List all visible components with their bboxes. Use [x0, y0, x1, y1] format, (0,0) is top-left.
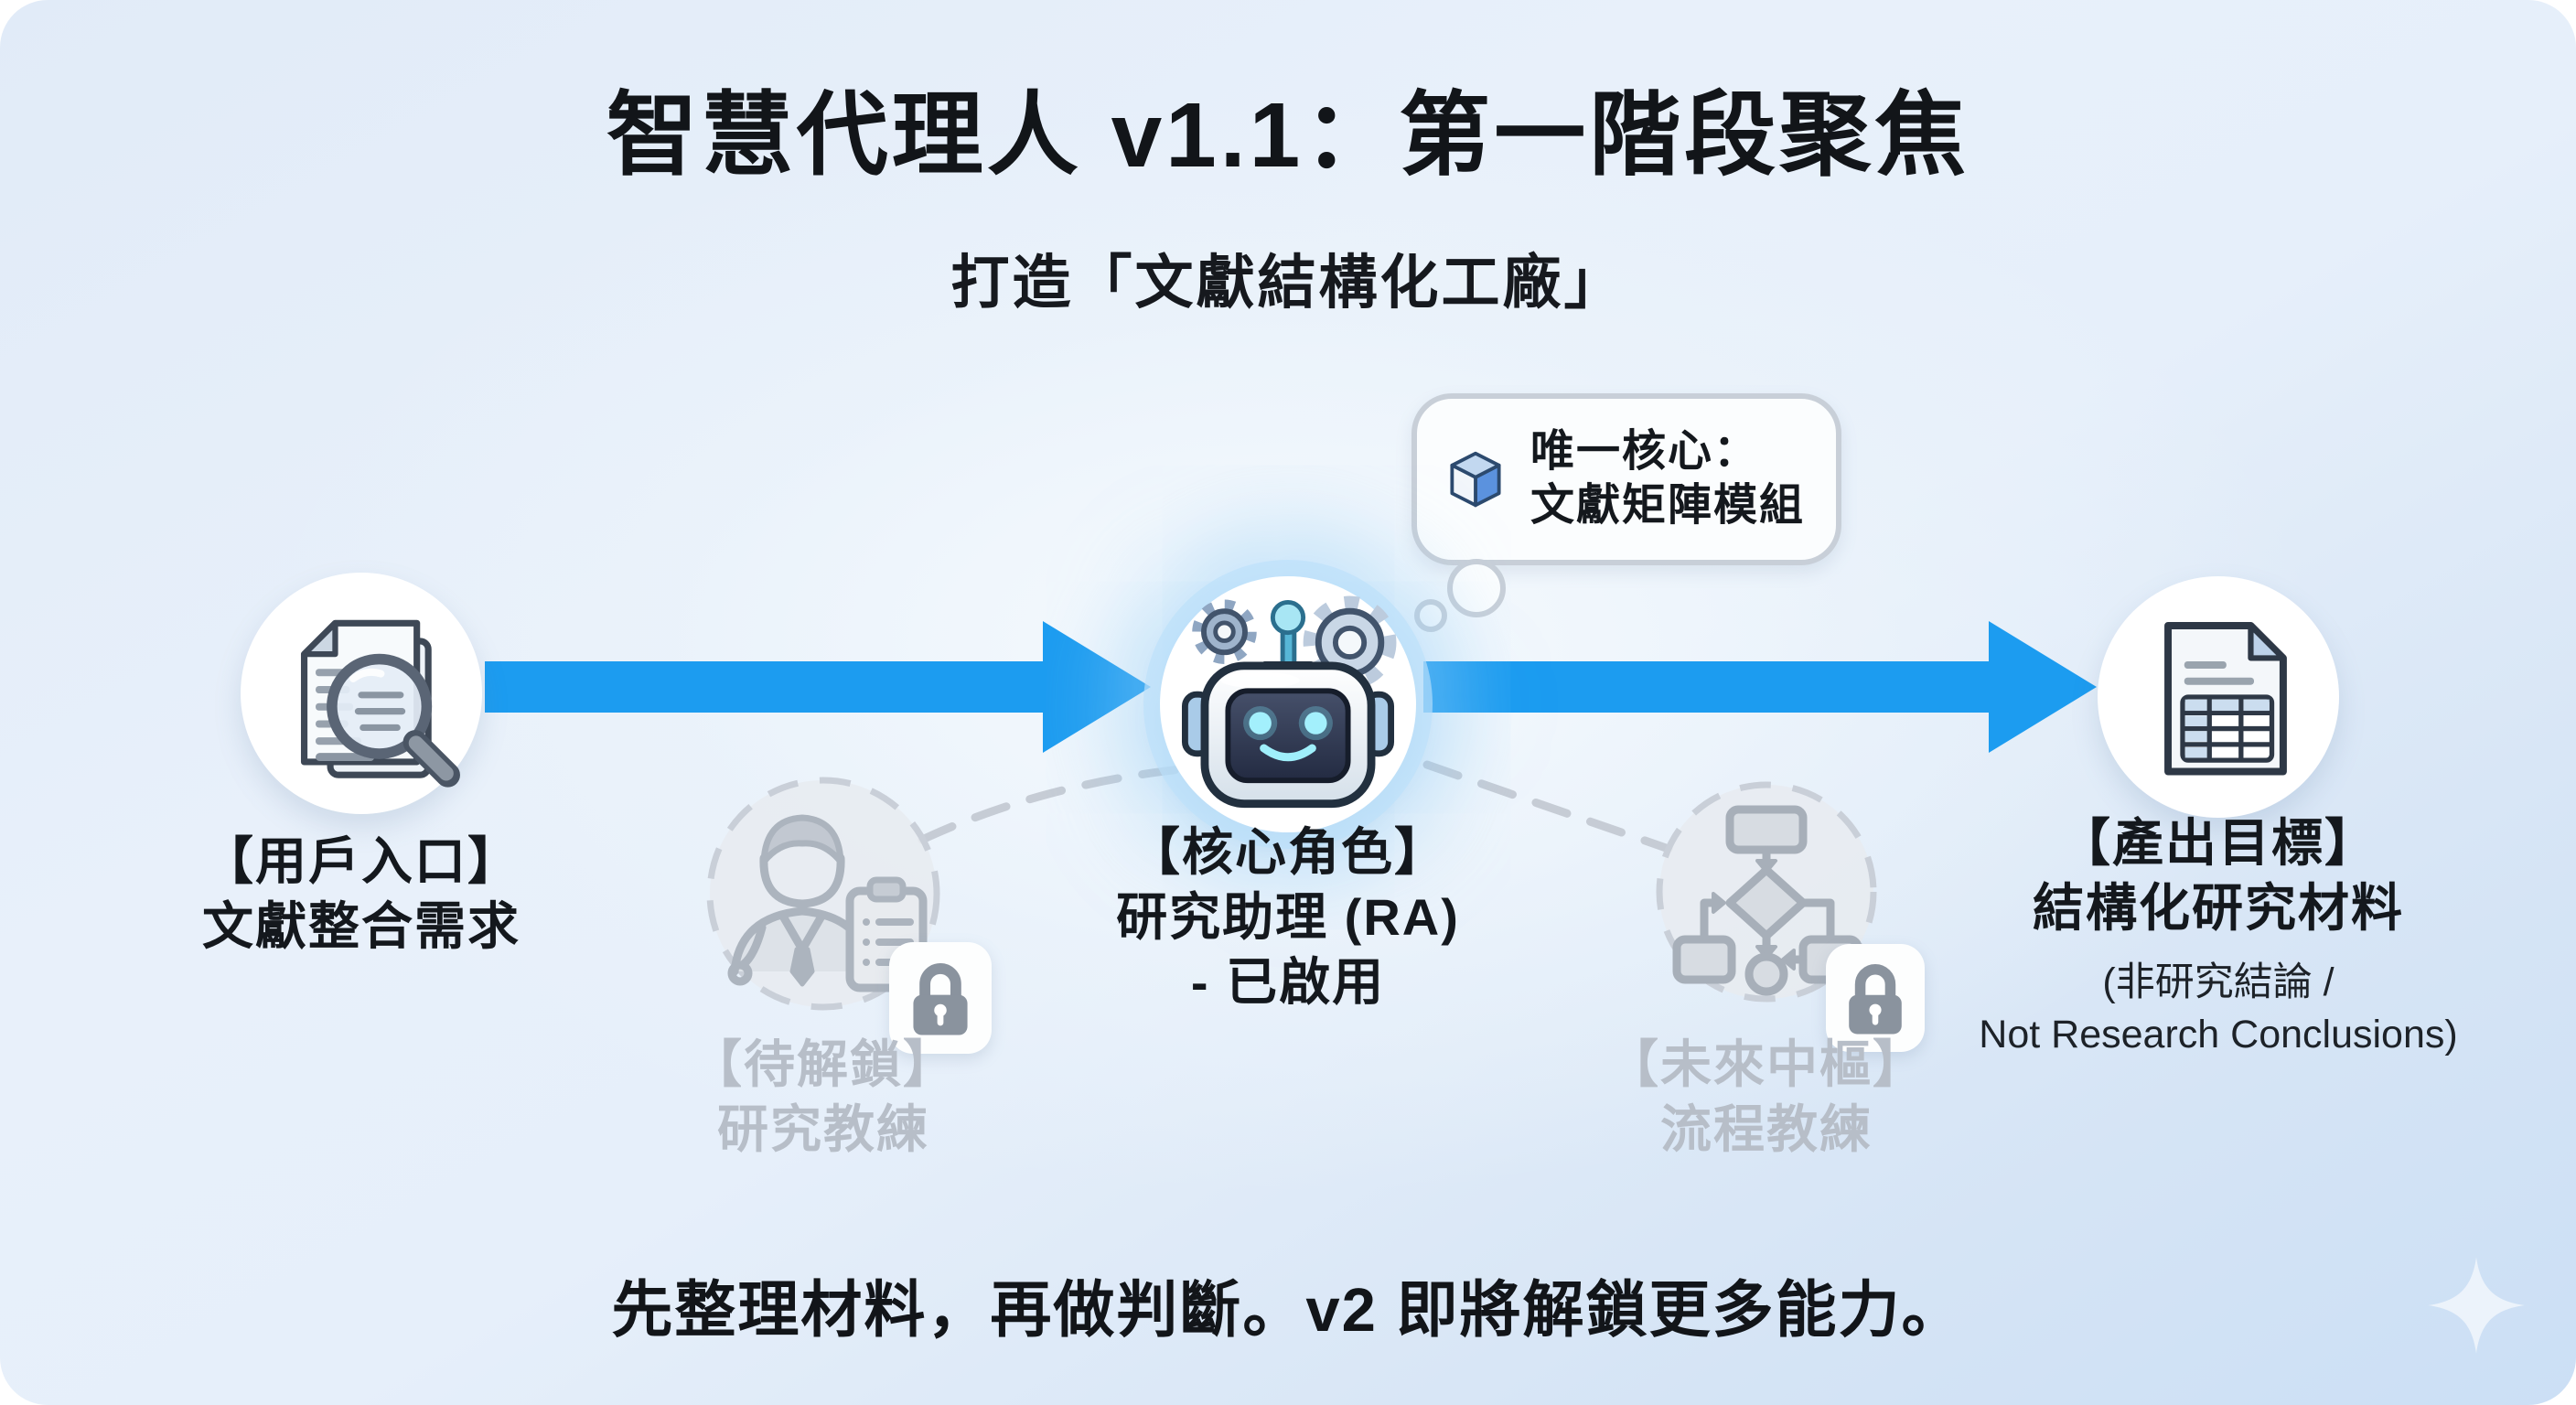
dashed-link-process-coach [1422, 760, 1673, 853]
cube-icon [1450, 451, 1501, 508]
process-coach-lock-badge [1826, 944, 1925, 1052]
output-label-line2: 結構化研究材料 [2033, 879, 2404, 938]
core-label-line1: 【核心角色】 [1129, 823, 1447, 881]
input-node-circle [241, 573, 482, 814]
document-search-icon [300, 619, 460, 788]
thought-bubble-line2: 文獻矩陣模組 [1530, 481, 1805, 530]
page-subtitle: 打造「文獻結構化工廠」 [950, 250, 1626, 316]
locked-research-coach-node [706, 777, 940, 1011]
lock-icon [913, 963, 968, 1035]
coach-person-icon [727, 814, 928, 992]
spreadsheet-document-icon [2164, 622, 2287, 776]
output-note-line2: Not Research Conclusions) [1979, 1012, 2458, 1056]
flow-arrow-left [485, 621, 1151, 753]
locked-process-line1: 【未來中樞】 [1607, 1035, 1926, 1093]
robot-icon [1181, 595, 1397, 809]
dashed-link-research-coach [918, 762, 1214, 844]
core-node-label: 【核心角色】 研究助理 (RA) - 已啟用 [1014, 820, 1562, 1014]
core-node-circle [1160, 576, 1416, 832]
locked-process-line2: 流程教練 [1660, 1100, 1873, 1159]
locked-process-label: 【未來中樞】 流程教練 [1492, 1032, 2041, 1162]
core-label-line2: 研究助理 (RA) [1116, 888, 1460, 947]
output-note-line1: (非研究結論 / [2102, 960, 2334, 1005]
thought-bubble-tail-small [1414, 599, 1447, 632]
flow-arrow-right [1423, 621, 2097, 753]
footer-tagline: 先整理材料，再做判斷。v2 即將解鎖更多能力。 [611, 1276, 1965, 1345]
thought-bubble-text: 唯一核心： 文獻矩陣模組 [1530, 425, 1805, 532]
thought-bubble: 唯一核心： 文獻矩陣模組 [1411, 393, 1841, 565]
page-title: 智慧代理人 v1.1：第一階段聚焦 [606, 84, 1970, 187]
output-note: (非研究結論 / Not Research Conclusions) [1916, 957, 2520, 1061]
thought-bubble-line1: 唯一核心： [1530, 427, 1759, 477]
research-coach-lock-badge [889, 942, 992, 1054]
output-label-line1: 【產出目標】 [2059, 814, 2377, 872]
output-node-label: 【產出目標】 結構化研究材料 (非研究結論 / Not Research Con… [1916, 810, 2520, 1061]
lock-icon [1849, 964, 1902, 1035]
input-label-line1: 【用戶入口】 [202, 832, 521, 890]
gear-small-icon [1192, 599, 1257, 664]
locked-research-label: 【待解鎖】 研究教練 [549, 1032, 1098, 1162]
sparkle-icon [2428, 1257, 2525, 1354]
output-node-circle [2098, 576, 2339, 818]
locked-research-line2: 研究教練 [717, 1100, 929, 1159]
core-label-line3: - 已啟用 [1190, 953, 1386, 1012]
input-label-line2: 文獻整合需求 [202, 897, 521, 956]
input-node-label: 【用戶入口】 文獻整合需求 [87, 829, 636, 959]
locked-research-line1: 【待解鎖】 [691, 1035, 956, 1093]
thought-bubble-tail-large [1447, 559, 1506, 617]
